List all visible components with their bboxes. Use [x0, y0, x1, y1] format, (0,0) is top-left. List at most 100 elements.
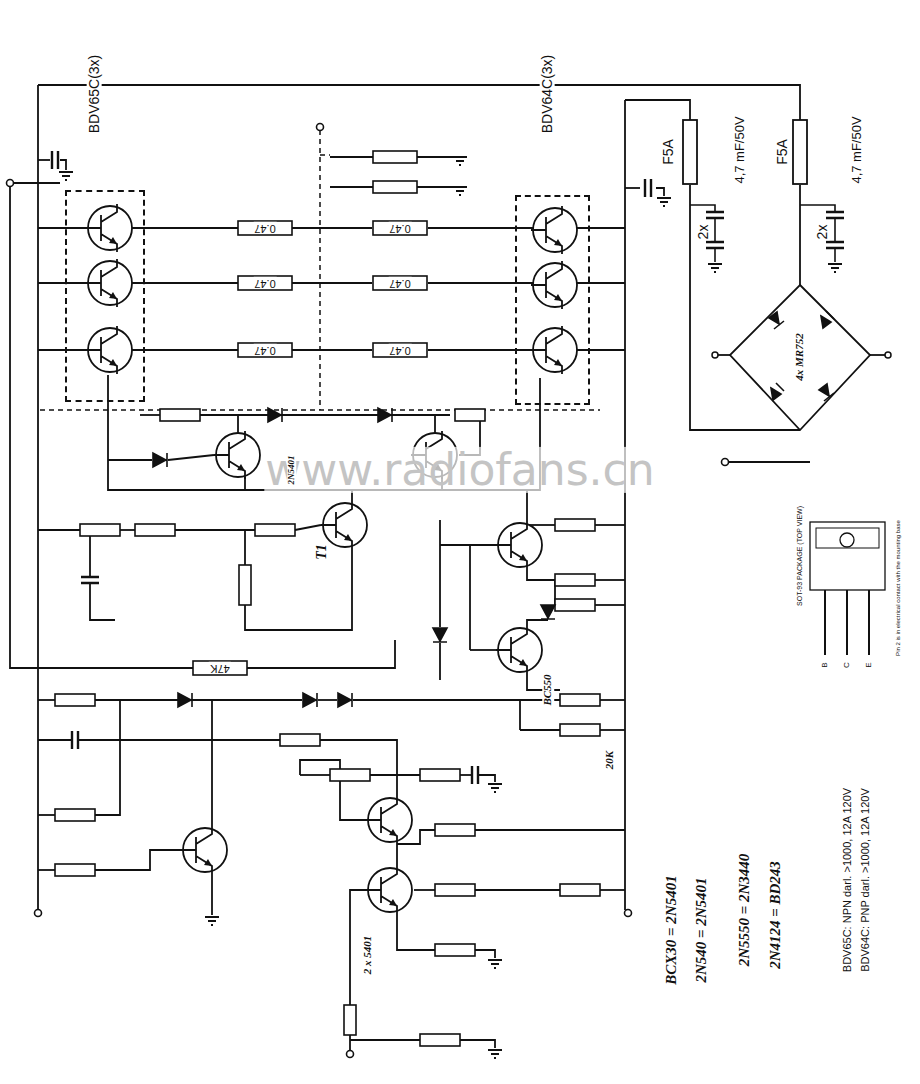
transistor-symbol: [86, 326, 132, 374]
wire: [245, 549, 352, 630]
wire: [527, 569, 555, 580]
wire: [656, 188, 664, 196]
package-drawing: [810, 522, 885, 655]
wire: [168, 455, 214, 460]
wire: [318, 699, 337, 701]
wire: [295, 525, 321, 530]
wire: [350, 1039, 420, 1041]
component-label: 4,7 mF/50V: [733, 115, 747, 184]
wire: [38, 282, 86, 284]
handwritten-note: 2N5401: [287, 455, 296, 486]
bridge-rectifier: [730, 285, 870, 430]
diode-symbol: [303, 693, 317, 707]
resistor-symbol: [435, 824, 475, 836]
wire: [428, 349, 533, 351]
wire: [595, 524, 625, 526]
wire: [37, 85, 39, 910]
dashed-wire: [40, 409, 600, 411]
wire: [577, 227, 625, 229]
terminal: [885, 352, 891, 358]
transistor-symbol: [366, 866, 412, 914]
resistor-symbol: [160, 409, 200, 421]
handwritten-note: T1: [315, 543, 330, 561]
wire: [211, 700, 213, 826]
component-label: C: [843, 661, 851, 669]
resistor-symbol: [238, 221, 292, 235]
wire: [90, 584, 115, 620]
transistor-group: [86, 204, 577, 914]
transistor-symbol: [214, 431, 260, 479]
transistor-symbol: [531, 326, 577, 374]
handwritten-note: 2 x 5401: [362, 935, 374, 976]
wire: [300, 774, 330, 776]
diode-symbol: [541, 605, 555, 619]
wire: [140, 414, 160, 416]
wire: [440, 544, 496, 546]
ground-symbol: [488, 960, 502, 968]
wire: [38, 349, 86, 351]
wire: [60, 160, 66, 170]
capacitor-symbol: [72, 731, 78, 749]
capacitor-symbol: [706, 242, 724, 248]
wire: [799, 185, 801, 285]
capacitor-symbol: [706, 212, 724, 218]
wire: [475, 829, 625, 831]
capacitor-symbol: [52, 151, 58, 169]
wire: [600, 889, 625, 891]
wire: [132, 282, 238, 284]
resistor-symbol: [420, 1034, 460, 1046]
component-label: E: [865, 661, 873, 668]
wire: [132, 227, 238, 229]
diode-symbol: [153, 453, 167, 467]
diode-symbol: [771, 383, 784, 400]
wire: [38, 699, 55, 701]
wire: [595, 604, 625, 606]
resistor-symbol: [55, 809, 95, 821]
wire: [595, 579, 625, 581]
transistor-symbol: [366, 796, 412, 844]
component-label: 0.47: [388, 222, 411, 234]
wire: [439, 520, 441, 627]
wire: [439, 643, 441, 680]
wire: [577, 349, 625, 351]
wire: [38, 159, 50, 161]
wire: [120, 529, 135, 531]
handwritten-note: 20K: [604, 750, 616, 770]
wire: [714, 248, 716, 262]
capacitor-symbol: [81, 577, 99, 583]
transistor-symbol: [86, 204, 132, 252]
resistor-symbol: [80, 524, 120, 536]
diode-symbol: [378, 408, 392, 422]
wire: [577, 282, 625, 284]
resistor-symbol: [560, 724, 600, 736]
component-label: 2x: [696, 224, 711, 241]
wire: [475, 889, 560, 891]
handwritten-note: 2N540 = 2N5401: [694, 876, 710, 983]
ground-symbol: [657, 198, 671, 206]
resistor-symbol: [55, 694, 95, 706]
resistor-symbol: [280, 734, 320, 746]
diode-symbol: [819, 384, 834, 401]
resistor-symbol: [420, 769, 460, 781]
transistor-symbol: [531, 261, 577, 309]
fuse-symbol: [683, 120, 697, 184]
handwritten-note: 2N5550 = 2N3440: [737, 853, 753, 968]
wire: [870, 354, 885, 356]
wire: [10, 182, 60, 184]
wire: [292, 227, 372, 229]
wire: [434, 415, 436, 433]
part-heading: BDV65C(3x): [87, 54, 102, 135]
resistor-symbol: [555, 519, 595, 531]
transistor-symbol: [86, 259, 132, 307]
resistor-symbol: [560, 884, 600, 896]
resistor-symbol: [55, 864, 95, 876]
handwritten-note: BC550: [542, 673, 554, 706]
resistor-symbol: [555, 574, 595, 586]
ground-symbol: [488, 1050, 502, 1058]
component-label: 47K: [209, 662, 231, 674]
wire: [625, 100, 690, 120]
wire: [10, 183, 193, 668]
component-label: 4,7 mF/50V: [850, 115, 864, 184]
wire: [370, 774, 420, 776]
